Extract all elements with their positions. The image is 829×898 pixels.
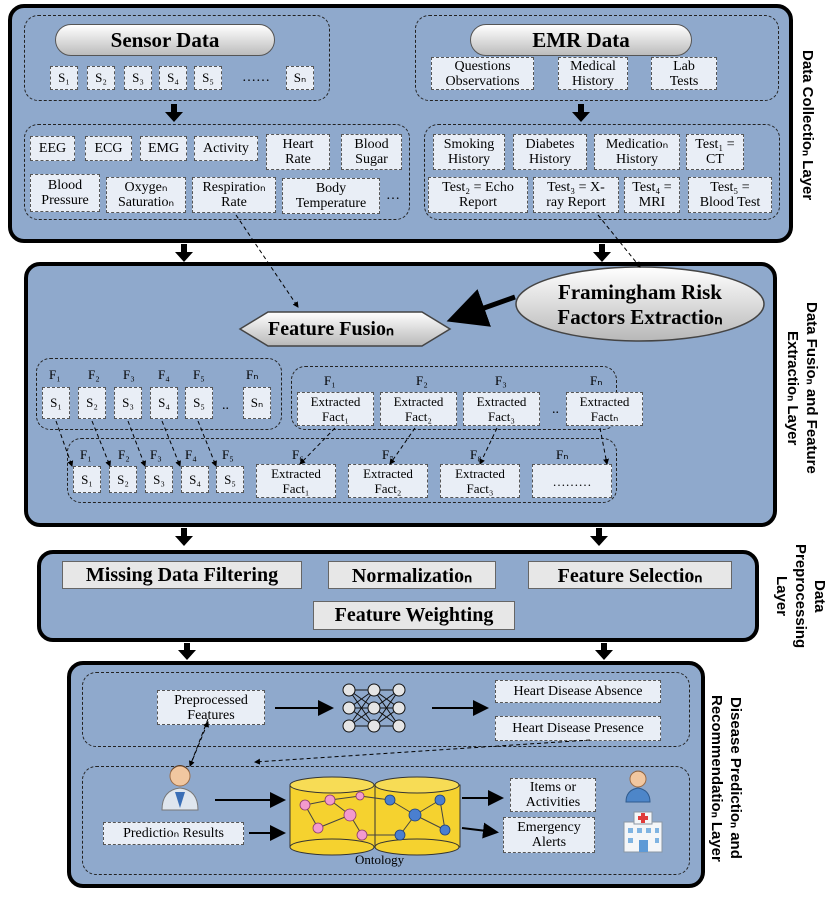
feature-selection-step: Feature Selectioₙ [528, 561, 732, 589]
bottom-sensor-box: S₃ [145, 466, 173, 493]
sensor-ellipsis: …… [242, 70, 270, 85]
missing-data-filtering-step: Missing Data Filtering [62, 561, 302, 589]
bottom-feature-label: F₁ [80, 447, 92, 462]
signal-blood-sugar: Blood Sugar [341, 134, 402, 170]
fusion-bottom-group [67, 438, 617, 503]
emr-test2: Test₂ = Echo Report [428, 177, 528, 213]
emr-smoking-history: Smoking History [433, 134, 505, 170]
extracted-fact-box: Extracted Fact₂ [380, 392, 457, 426]
bottom-feature-label: F₃ [150, 447, 162, 462]
signal-blood-pressure: Blood Pressure [30, 174, 100, 212]
bottom-feature-label: F₅ [222, 447, 234, 462]
bottom-sensor-box: S₅ [216, 466, 244, 493]
normalization-step: Normalizatioₙ [328, 561, 496, 589]
ontology-label: Ontology [355, 852, 405, 867]
signal-body-temperature: Body Temperature [282, 178, 380, 214]
bottom-feature-label: F₆ [292, 447, 304, 462]
items-activities-box: Items or Activities [510, 778, 596, 812]
sensor-7: Sₙ [286, 66, 314, 90]
left-sensor-box: Sₙ [243, 387, 271, 419]
signal-ecg: ECG [85, 136, 132, 161]
left-feature-label: F₂ [88, 367, 100, 382]
bottom-sensor-box: S₄ [181, 466, 209, 493]
sensor-data-title: Sensor Data [55, 24, 275, 56]
left-feature-label: F₁ [49, 367, 61, 382]
bottom-sensor-box: S₂ [109, 466, 137, 493]
emr-test5: Test₅ = Blood Test [688, 177, 772, 213]
side-label-prediction: Disease Predictioₙ and Recommendatioₙ La… [708, 694, 744, 862]
sensor-2: S₂ [87, 66, 115, 90]
left-feature-label: F₅ [193, 367, 205, 382]
side-label-fusion: Data Fusioₙ and Feature Extractioₙ Layer [784, 302, 820, 474]
emr-test4: Test₄ = MRI [624, 177, 680, 213]
signal-emg: EMG [140, 136, 187, 161]
sensor-data-group [24, 15, 330, 101]
bottom-fact-box: Extracted Fact₂ [348, 464, 428, 498]
left-feature-label: Fₙ [246, 367, 259, 382]
emr-data-group [415, 15, 779, 101]
sensor-1: S₁ [50, 66, 78, 90]
signal-heart-rate: Heart Rate [266, 134, 330, 170]
sensor-signals-group [24, 124, 410, 220]
left-sensor-box: S₅ [185, 387, 213, 419]
left-feature-label: F₃ [123, 367, 135, 382]
sensor-3: S₃ [124, 66, 152, 90]
emergency-alerts-box: Emergency Alerts [503, 817, 595, 853]
left-sensor-box: S₂ [78, 387, 106, 419]
bottom-sensor-box: S₁ [73, 466, 101, 493]
bottom-feature-label: Fₙ [556, 447, 569, 462]
signal-respiration-rate: Respiratioₙ Rate [192, 177, 276, 213]
emr-item-lab-tests: Lab Tests [651, 57, 717, 90]
left-sensor-ellipsis: .. [222, 398, 229, 413]
signal-oxygen-saturation: Oxygeₙ Saturatioₙ [106, 177, 186, 213]
emr-test3: Test₃ = X- ray Report [533, 177, 619, 213]
emr-item-questions: Questions Observations [431, 57, 534, 90]
sensor-5: S₅ [194, 66, 222, 90]
feature-weighting-step: Feature Weighting [313, 601, 515, 630]
left-feature-label: F₄ [158, 367, 170, 382]
bottom-fact-box: Extracted Fact₁ [256, 464, 336, 498]
bottom-feature-label: F₈ [470, 447, 482, 462]
fusion-left-group [36, 358, 282, 430]
extracted-fact-box: Extracted Fact₁ [297, 392, 374, 426]
bottom-fact-box: Extracted Fact₃ [440, 464, 520, 498]
extracted-fact-box: Extracted Fact₃ [463, 392, 540, 426]
signal-activity: Activity [194, 136, 258, 161]
feature-fusion-label: Feature Fusioₙ [268, 318, 394, 340]
left-sensor-box: S₄ [150, 387, 178, 419]
sensor-4: S₄ [159, 66, 187, 90]
left-sensor-box: S₃ [114, 387, 142, 419]
left-sensor-box: S₁ [42, 387, 70, 419]
heart-disease-absence-box: Heart Disease Absence [495, 680, 661, 703]
signal-ellipsis: … [386, 188, 400, 203]
side-label-preprocessing: Data Preprocessing Layer [773, 543, 828, 649]
preprocessed-features-box: Preprocessed Features [157, 690, 265, 725]
right-feature-label: Fₙ [590, 373, 603, 388]
emr-item-medical-history: Medical History [558, 57, 628, 90]
bottom-feature-label: F₂ [118, 447, 130, 462]
emr-data-title: EMR Data [470, 24, 692, 56]
prediction-results-box: Predictioₙ Results [103, 822, 244, 845]
right-feature-label: F₁ [324, 373, 336, 388]
emr-medication-history: Medicatioₙ History [594, 134, 680, 170]
bottom-feature-label: F₇ [382, 447, 394, 462]
bottom-fact-box: ……… [532, 464, 612, 498]
signal-eeg: EEG [30, 136, 75, 161]
side-label-collection: Data Collectioₙ Layer [799, 49, 816, 201]
emr-test1: Test₁ = CT [686, 134, 744, 170]
right-feature-label: F₂ [416, 373, 428, 388]
bottom-feature-label: F₄ [185, 447, 197, 462]
extracted-fact-ellipsis: .. [552, 402, 559, 417]
framingham-label: Framingham Risk Factors Extractioₙ [557, 280, 723, 329]
prediction-bottom-group [82, 766, 690, 875]
extracted-fact-box: Extracted Factₙ [566, 392, 643, 426]
emr-diabetes-history: Diabetes History [513, 134, 587, 170]
right-feature-label: F₃ [495, 373, 507, 388]
heart-disease-presence-box: Heart Disease Presence [495, 716, 661, 741]
